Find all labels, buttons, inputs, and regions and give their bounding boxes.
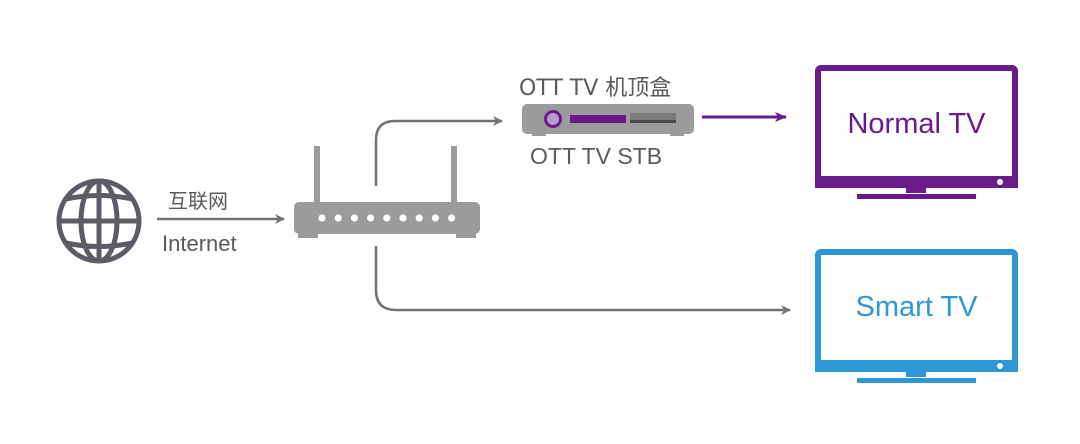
internet-label-en: Internet xyxy=(162,231,237,256)
router-port-light xyxy=(383,214,391,222)
normal-tv-icon xyxy=(815,65,1018,199)
stb-label-en: OTT TV STB xyxy=(530,143,663,169)
smart-tv-label: Smart TV xyxy=(855,291,978,323)
internet-label-cn: 互联网 xyxy=(168,189,228,213)
router-port-light xyxy=(318,214,326,222)
router-port-light xyxy=(415,214,423,222)
router-icon xyxy=(294,146,480,238)
normal-tv-label: Normal TV xyxy=(847,108,986,140)
router-port-light xyxy=(334,214,342,222)
router-port-light xyxy=(367,214,375,222)
router-port-light xyxy=(399,214,407,222)
router-port-light xyxy=(448,214,456,222)
edge-router-smart-tv xyxy=(374,246,791,315)
set-top-box-icon xyxy=(522,104,694,136)
router-port-light xyxy=(350,214,358,222)
globe-icon xyxy=(56,178,142,264)
edge-router-stb xyxy=(374,116,503,186)
router-port-light xyxy=(431,214,439,222)
stb-label-cn: OTT TV 机顶盒 xyxy=(519,76,672,101)
smart-tv-icon xyxy=(815,249,1018,383)
